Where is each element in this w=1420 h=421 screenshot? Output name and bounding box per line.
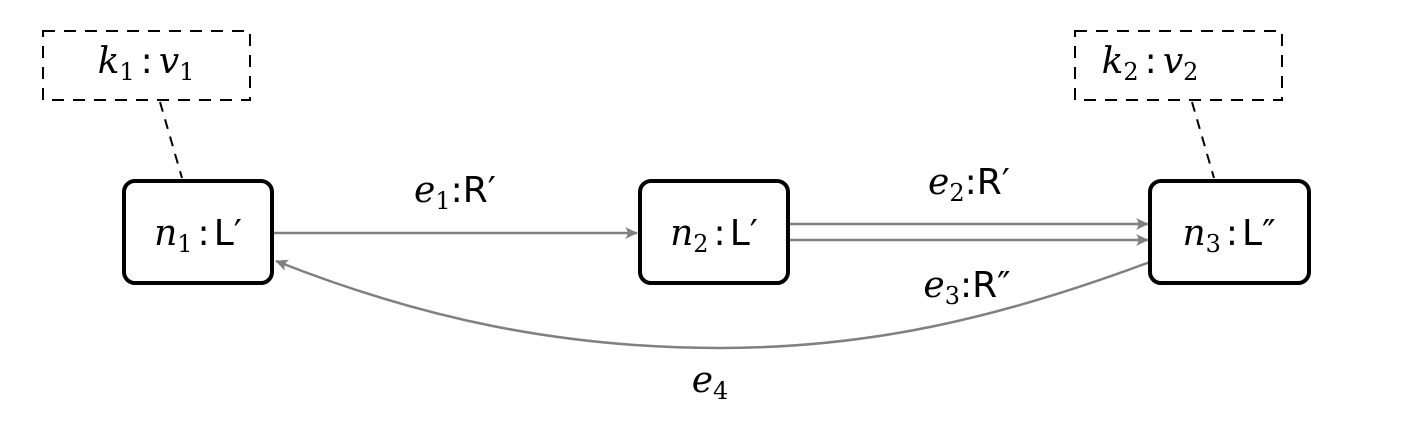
node-n2: n2:L′ — [638, 179, 790, 285]
annotation-label-k2: k2:v2 — [1102, 41, 1199, 86]
edge-label-e1: e1:R′ — [414, 170, 496, 215]
node-box-n2 — [638, 179, 790, 285]
edge-e4 — [275, 259, 1151, 350]
node-box-n1 — [122, 179, 274, 285]
node-label-n3: n3:L″ — [1182, 213, 1275, 258]
annotation-link-n1 — [159, 101, 183, 179]
annotation-label-k1: k1:v1 — [98, 41, 195, 86]
node-box-n3 — [1148, 179, 1311, 285]
annotation-box-k2 — [1074, 30, 1283, 101]
annotation-k1-v1: k1:v1 — [42, 30, 251, 101]
edge-label-e2: e2:R′ — [928, 162, 1010, 207]
node-n1: n1:L′ — [122, 179, 274, 285]
node-n3: n3:L″ — [1148, 179, 1311, 285]
node-label-n2: n2:L′ — [670, 213, 758, 258]
annotation-k2-v2: k2:v2 — [1074, 30, 1283, 101]
annotation-box-k1 — [42, 30, 251, 101]
edge-label-e3: e3:R″ — [923, 265, 1010, 310]
edge-label-e4: e4 — [692, 360, 729, 405]
annotation-link-n3 — [1191, 101, 1215, 179]
node-label-n1: n1:L′ — [154, 213, 242, 258]
